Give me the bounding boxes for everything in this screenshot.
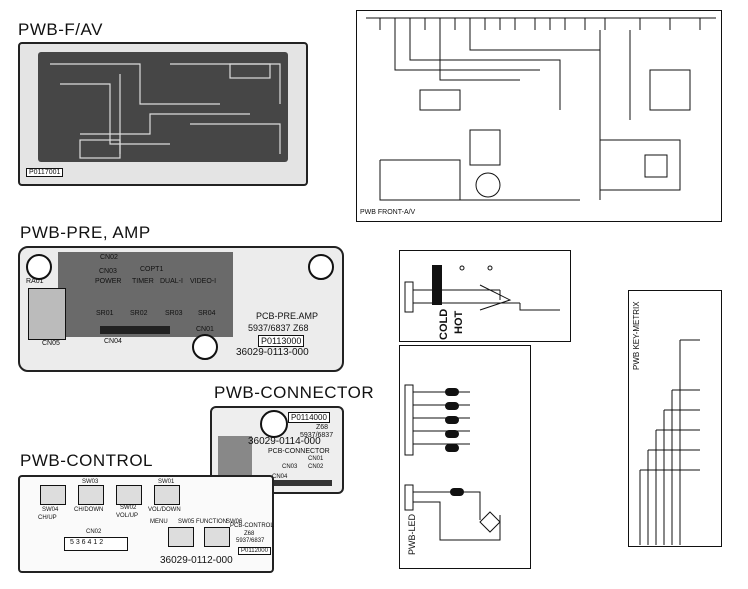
switch-sw06 — [204, 527, 230, 547]
switch-label: MENU — [150, 519, 168, 525]
switch-label: VOL/UP — [116, 513, 139, 519]
pre-amp-mount-hole-2 — [308, 254, 334, 280]
pre-amp-label: TIMER — [132, 278, 154, 285]
switch-label: CH/UP — [38, 515, 57, 521]
pre-amp-label: DUAL-I — [160, 278, 183, 285]
control-title: PWB-CONTROL — [20, 451, 153, 470]
pre-amp-label: SR03 — [165, 310, 183, 317]
pre-amp-label: SR04 — [198, 310, 216, 317]
pre-amp-copper — [58, 252, 233, 337]
power-schematic — [399, 250, 571, 342]
switch-sw02 — [116, 485, 142, 505]
switch-sw01 — [154, 485, 180, 505]
key-matrix-schematic — [628, 290, 722, 547]
connector-copper — [218, 436, 252, 480]
pre-amp-label: CN04 — [104, 338, 122, 345]
control-connector-pins: 5 3 6 4 1 2 — [70, 539, 104, 546]
switch-id: SW01 — [158, 479, 175, 485]
pre-amp-mount-hole-1 — [26, 254, 52, 280]
front-av-schematic-label: PWB FRONT-A/V — [360, 209, 416, 216]
pre-amp-board: CN02 CN03 POWER COPT1 TIMER DUAL-I VIDEO… — [18, 246, 344, 372]
switch-id: SW05 — [178, 519, 195, 525]
control-part: P0112000 — [238, 547, 271, 555]
key-matrix-label: PWB KEY-METRIX — [632, 301, 641, 370]
pre-amp-label: POWER — [95, 278, 122, 285]
connector-label: CN02 — [308, 464, 324, 470]
switch-id: SW03 — [82, 479, 99, 485]
front-av-part-label: P0117001 — [26, 168, 64, 177]
pre-amp-label: CN01 — [196, 326, 214, 333]
control-connector-id: CN02 — [86, 529, 102, 535]
switch-sw03 — [78, 485, 104, 505]
connector-pcb: PCB-CONNECTOR — [268, 448, 330, 455]
connector-label: CN04 — [272, 474, 288, 480]
front-av-traces — [50, 63, 281, 159]
led-schematic — [399, 345, 531, 569]
pre-amp-label: SR01 — [96, 310, 114, 317]
connector-title: PWB-CONNECTOR — [214, 383, 375, 402]
pre-amp-part: P0113000 — [258, 335, 305, 347]
pre-amp-pcb-name: PCB-PRE.AMP — [256, 311, 319, 321]
control-model: Z68 — [244, 531, 255, 537]
pre-amp-label: COPT1 — [140, 266, 164, 273]
connector-part: P0114000 — [288, 412, 330, 423]
control-connector — [64, 537, 128, 551]
control-code: 36029-0112-000 — [160, 555, 233, 566]
pre-amp-label: CN02 — [100, 254, 118, 261]
pre-amp-mount-hole-3 — [192, 334, 218, 360]
switch-label: CH/DOWN — [74, 507, 104, 513]
pre-amp-label: CN03 — [99, 268, 117, 275]
pre-amp-header-row — [100, 326, 170, 334]
connector-label: CN01 — [308, 456, 324, 462]
connector-board: P0114000 Z68 5937/6837 36029-0114-000 PC… — [210, 406, 344, 494]
pre-amp-title: PWB-PRE, AMP — [20, 223, 151, 242]
switch-label: VOL/DOWN — [148, 507, 181, 513]
pre-amp-connector-block — [28, 288, 66, 340]
control-pcb-name: PCB-CONTROL — [230, 523, 274, 529]
pre-amp-code: 36029-0113-000 — [236, 347, 309, 358]
switch-label: FUNCTION — [196, 519, 227, 525]
switch-sw05 — [168, 527, 194, 547]
connector-label: CN03 — [282, 464, 298, 470]
connector-header — [272, 480, 332, 486]
pre-amp-label: VIDEO-I — [190, 278, 217, 285]
switch-id: SW04 — [42, 507, 59, 513]
switch-sw04 — [40, 485, 66, 505]
control-model2: 5937/6837 — [236, 538, 265, 544]
pre-amp-label: RA01 — [26, 278, 44, 285]
pre-amp-label: SR02 — [130, 310, 148, 317]
connector-model2: 5937/6837 — [300, 432, 334, 439]
front-av-title: PWB-F/AV — [18, 20, 103, 39]
control-board: SW04 SW03 SW02 SW01 SW05 SW06 CH/UP CH/D… — [18, 475, 274, 573]
pre-amp-model: 5937/6837 Z68 — [248, 323, 309, 333]
pre-amp-label: CN05 — [42, 340, 60, 347]
switch-id: SW02 — [120, 505, 137, 511]
connector-code: 36029-0114-000 — [248, 436, 321, 447]
connector-model: Z68 — [316, 424, 329, 431]
front-av-board: P0117001 — [18, 42, 308, 186]
connector-mount-hole — [260, 410, 288, 438]
switch-id: SW06 — [226, 519, 243, 525]
front-av-schematic — [356, 10, 722, 222]
